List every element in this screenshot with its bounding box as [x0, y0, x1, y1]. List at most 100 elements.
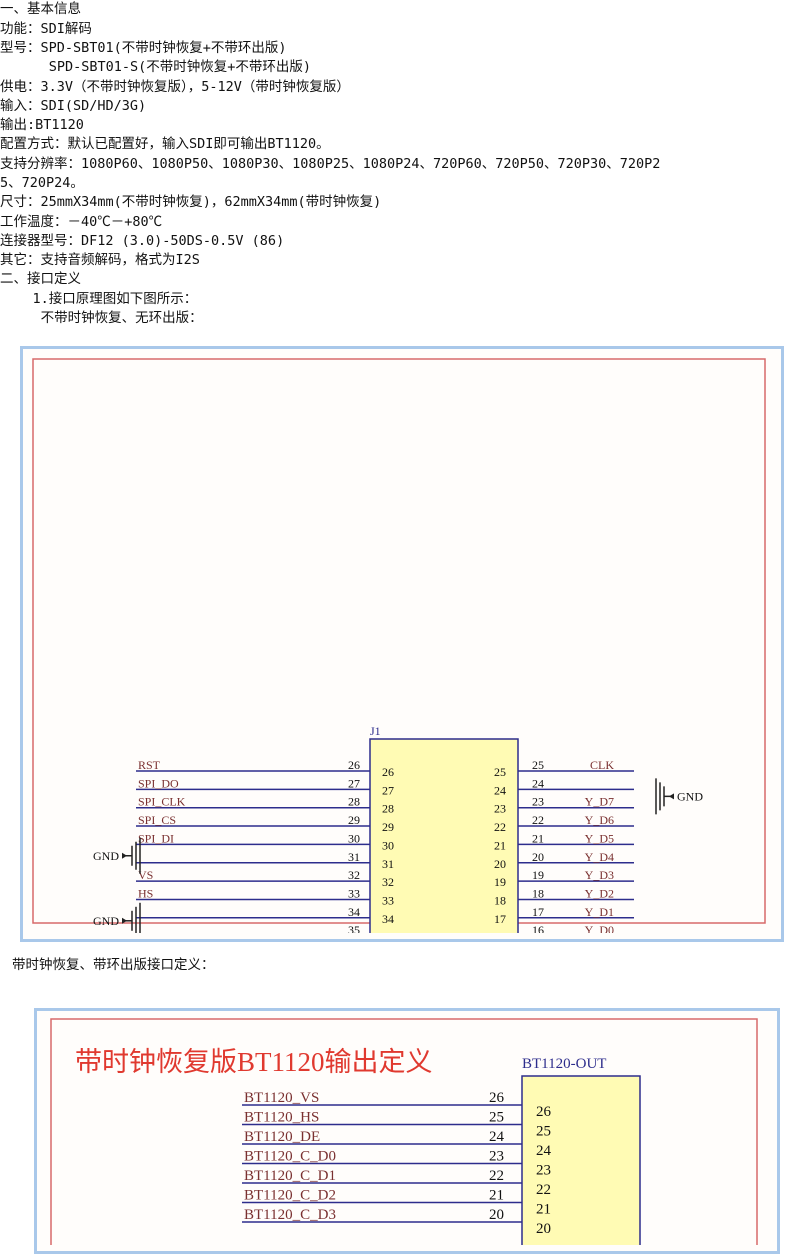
left-net-label: VS — [138, 868, 153, 882]
gnd-label: GND — [93, 849, 119, 863]
left-pin-number-outer: 28 — [348, 795, 360, 809]
info-line-model-2: SPD-SBT01-S(不带时钟恢复+不带环出版) — [0, 59, 312, 75]
right-pin-number-inner: 25 — [494, 765, 506, 779]
net-label: BT1120_C_D2 — [244, 1188, 336, 1204]
schematic-panel-no-clock-recovery: J1DF12 (3.0)-50DS-0.5V (86)2626RST2727SP… — [20, 346, 784, 1254]
left-pin-number-outer: 30 — [348, 831, 360, 845]
left-pin-number-outer: 29 — [348, 813, 360, 827]
gnd-label: GND — [677, 789, 703, 803]
left-net-label: RST — [138, 758, 161, 772]
net-label: BT1120_VS — [244, 1090, 319, 1106]
right-net-label: Y_D4 — [585, 850, 614, 864]
pin-number-outer: 24 — [489, 1129, 505, 1145]
section-heading-basic-info: 一、基本信息 — [0, 1, 81, 17]
connector-schematic: J1DF12 (3.0)-50DS-0.5V (86)2626RST2727SP… — [32, 358, 766, 1254]
info-line-config: 配置方式：默认已配置好，输入SDI即可输出BT1120。 — [0, 136, 330, 152]
pin-number-inner: 20 — [536, 1221, 551, 1237]
info-line-input: 输入：SDI(SD/HD/3G) — [0, 98, 147, 114]
pin-number-inner: 25 — [536, 1124, 551, 1140]
right-net-label: Y_D0 — [585, 923, 614, 933]
info-line-resolution-2: 5、720P24。 — [0, 175, 84, 191]
right-net-label: Y_D3 — [585, 868, 614, 882]
right-pin-number-inner: 21 — [494, 838, 506, 852]
schematic1-caption: 不带时钟恢复、无环出版： — [0, 310, 203, 326]
net-label: BT1120_C_D0 — [244, 1149, 336, 1165]
schematic-title: 带时钟恢复版BT1120输出定义 — [75, 1047, 433, 1077]
right-pin-number-inner: 22 — [494, 820, 506, 834]
right-pin-number-outer: 20 — [532, 850, 544, 864]
connector-ref: J1 — [370, 724, 381, 738]
pin-number-inner: 24 — [536, 1143, 552, 1159]
left-pin-number-outer: 27 — [348, 776, 360, 790]
right-pin-number-inner: 23 — [494, 802, 506, 816]
pin-number-inner: 21 — [536, 1202, 551, 1218]
pin-number-outer: 26 — [489, 1090, 505, 1106]
right-net-label: Y_D2 — [585, 886, 614, 900]
left-net-label: SPI_DI — [138, 831, 174, 845]
pin-number-outer: 21 — [489, 1188, 504, 1204]
left-pin-number-inner: 35 — [382, 930, 394, 933]
net-label: BT1120_DE — [244, 1129, 320, 1145]
right-pin-number-inner: 20 — [494, 857, 506, 871]
left-pin-number-outer: 26 — [348, 758, 360, 772]
pin-number-outer: 25 — [489, 1110, 504, 1126]
info-line-temperature: 工作温度：－40℃－+80℃ — [0, 214, 163, 230]
left-pin-number-inner: 31 — [382, 857, 394, 871]
left-pin-number-inner: 32 — [382, 875, 394, 889]
left-net-label: SPI_DO — [138, 776, 179, 790]
right-pin-number-outer: 18 — [532, 886, 544, 900]
left-pin-number-inner: 28 — [382, 802, 394, 816]
right-pin-number-inner: 24 — [494, 783, 506, 797]
right-pin-number-outer: 22 — [532, 813, 544, 827]
pin-number-outer: 23 — [489, 1149, 504, 1165]
right-pin-number-outer: 24 — [532, 776, 544, 790]
interface-intro: 1.接口原理图如下图所示： — [0, 291, 198, 307]
left-pin-number-inner: 30 — [382, 838, 394, 852]
info-line-function: 功能：SDI解码 — [0, 21, 92, 37]
info-line-connector: 连接器型号：DF12 (3.0)-50DS-0.5V (86) — [0, 233, 285, 249]
connector-ref: BT1120-OUT — [522, 1056, 606, 1072]
pin-number-outer: 20 — [489, 1207, 504, 1223]
left-pin-number-outer: 33 — [348, 886, 360, 900]
left-pin-number-inner: 34 — [382, 912, 394, 926]
info-line-resolution: 支持分辨率：1080P60、1080P50、1080P30、1080P25、10… — [0, 156, 661, 172]
left-pin-number-outer: 31 — [348, 850, 360, 864]
right-net-label: Y_D7 — [585, 795, 614, 809]
right-pin-number-inner: 16 — [494, 930, 506, 933]
right-pin-number-outer: 21 — [532, 831, 544, 845]
right-pin-number-outer: 17 — [532, 905, 544, 919]
info-line-size: 尺寸：25mmX34mm(不带时钟恢复)，62mmX34mm(带时钟恢复) — [0, 194, 382, 210]
pin-number-inner: 26 — [536, 1104, 552, 1120]
right-pin-number-outer: 16 — [532, 923, 544, 933]
gnd-arrow — [669, 793, 674, 800]
info-line-output: 输出:BT1120 — [0, 117, 84, 133]
right-pin-number-outer: 23 — [532, 795, 544, 809]
left-pin-number-outer: 35 — [348, 923, 360, 933]
gnd-arrow — [122, 917, 127, 924]
gnd-label: GND — [93, 914, 119, 928]
left-net-label: SPI_CLK — [138, 795, 186, 809]
net-label: BT1120_C_D3 — [244, 1207, 336, 1223]
left-pin-number-inner: 27 — [382, 783, 394, 797]
info-line-power: 供电：3.3V（不带时钟恢复版），5-12V（带时钟恢复版） — [0, 79, 350, 95]
schematic2-caption: 带时钟恢复、带环出版接口定义： — [12, 957, 215, 973]
left-pin-number-outer: 34 — [348, 905, 360, 919]
right-net-label: Y_D5 — [585, 831, 614, 845]
section-heading-interface: 二、接口定义 — [0, 271, 81, 287]
left-pin-number-inner: 29 — [382, 820, 394, 834]
right-net-label: CLK — [590, 758, 614, 772]
right-net-label: Y_D6 — [585, 813, 614, 827]
right-net-label: Y_D1 — [585, 905, 614, 919]
pin-number-inner: 22 — [536, 1182, 551, 1198]
info-line-other: 其它：支持音频解码，格式为I2S — [0, 252, 200, 268]
right-pin-number-outer: 19 — [532, 868, 544, 882]
right-pin-number-inner: 19 — [494, 875, 506, 889]
right-pin-number-inner: 18 — [494, 893, 506, 907]
right-pin-number-outer: 25 — [532, 758, 544, 772]
net-label: BT1120_HS — [244, 1110, 319, 1126]
connector-body — [521, 1075, 641, 1254]
net-label: BT1120_C_D1 — [244, 1168, 336, 1184]
gnd-arrow — [122, 852, 127, 859]
